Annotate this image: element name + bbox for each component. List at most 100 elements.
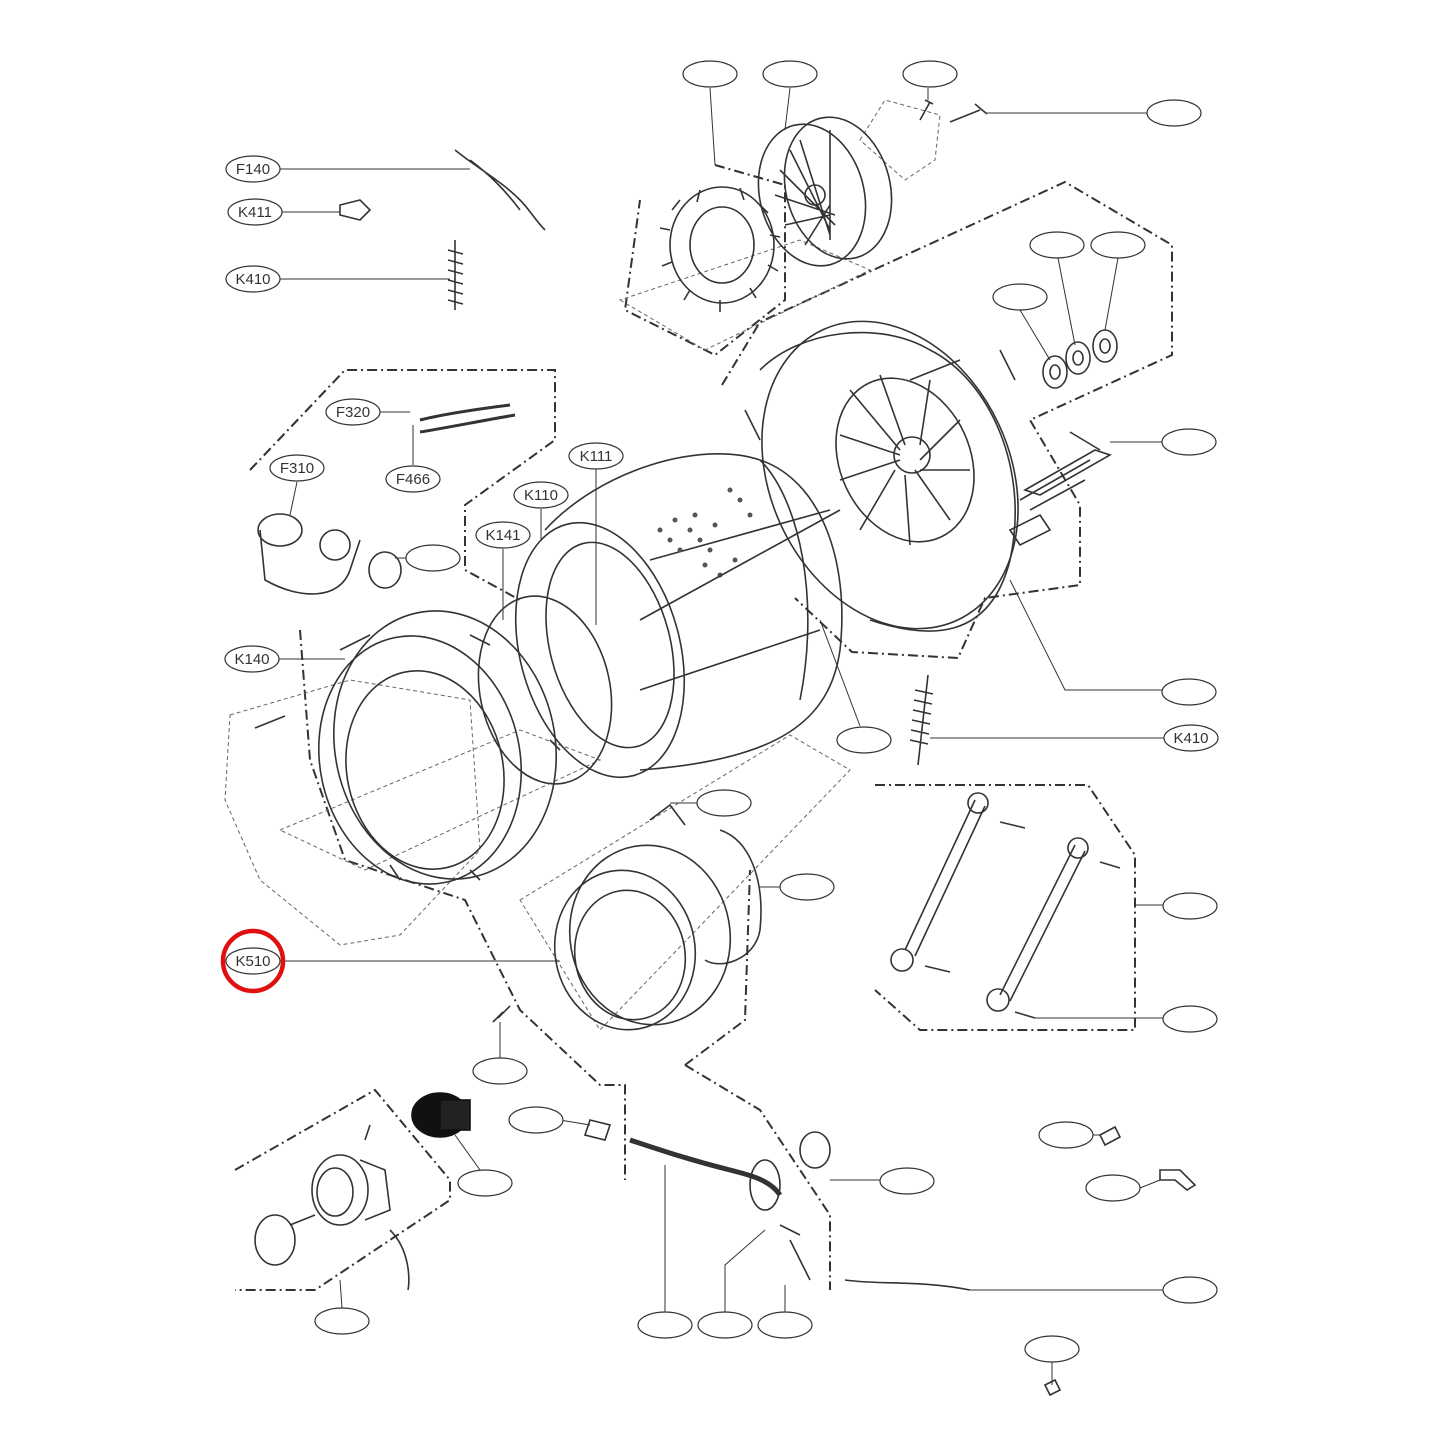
leader-top1 [709, 87, 716, 166]
outline-tub-rear [721, 180, 1173, 660]
callout-k140: K140 [224, 645, 280, 673]
drain-pipe-end [749, 1159, 781, 1211]
drum-perforations [657, 487, 753, 578]
callout-label: K111 [580, 448, 613, 465]
screw-left [254, 715, 286, 729]
callout-empty-fitting-a [1038, 1121, 1094, 1149]
rotor-part [757, 116, 893, 267]
fitting-a [1098, 1125, 1122, 1147]
callout-k111: K111 [568, 442, 624, 470]
outline-drain-pipe [684, 1064, 831, 1290]
labeled-callouts: F140 K411 K410 F320 F310 F466 K111 K110 [220, 155, 1219, 994]
callout-empty-fitting-b [1085, 1174, 1141, 1202]
callout-empty-heater [1161, 428, 1217, 456]
leader-bearing3 [1104, 257, 1119, 331]
wire-part [844, 1279, 971, 1291]
heater-part [1019, 431, 1112, 511]
gasket-bolt [492, 1005, 511, 1023]
leader-f310 [289, 481, 298, 516]
ring-part [477, 595, 613, 785]
callout-label: K410 [235, 271, 270, 288]
leader-pump [339, 1279, 343, 1309]
parts [254, 99, 1197, 1397]
leader-drum [819, 619, 861, 727]
callout-f466: F466 [385, 465, 441, 493]
callout-empty-pipe1 [637, 1311, 693, 1339]
callout-empty-clip [508, 1106, 564, 1134]
plane-bolt [859, 99, 941, 181]
clamp-part [339, 199, 372, 221]
callout-empty-damper-b [1162, 1005, 1218, 1033]
callout-f140: F140 [225, 155, 281, 183]
callout-k510[interactable]: K510 [220, 928, 286, 994]
highlight-ring [220, 928, 286, 994]
callout-k410-top: K410 [225, 265, 281, 293]
outline-rotor [623, 164, 786, 357]
clip-part [583, 1119, 612, 1141]
drum-part [514, 453, 843, 779]
fitting-b [1159, 1169, 1197, 1191]
outline-gasket [684, 869, 751, 1066]
callout-empty-pump [314, 1307, 370, 1335]
callout-label: K411 [238, 204, 272, 221]
callout-k141: K141 [475, 521, 531, 549]
plane-gasket [519, 734, 851, 1031]
callout-label: K140 [234, 651, 269, 668]
callout-k110: K110 [513, 481, 569, 509]
pump-part [254, 1124, 410, 1291]
callout-empty-wire [1162, 1276, 1218, 1304]
gasket-part [553, 803, 762, 1031]
outline-front-tub [299, 629, 626, 1180]
callout-label: F140 [236, 161, 270, 178]
damper-left [890, 792, 1026, 973]
drain-pipe-part [629, 1137, 783, 1197]
callout-label: K141 [485, 527, 520, 544]
callout-empty-pipe2 [697, 1311, 753, 1339]
callout-empty-tub [1161, 678, 1217, 706]
callout-empty-top1 [682, 60, 738, 88]
callout-label: K410 [1173, 730, 1208, 747]
front-tub-part [317, 610, 561, 885]
harness-part [454, 149, 546, 231]
callout-label: F466 [396, 471, 430, 488]
empty-callouts [314, 60, 1218, 1363]
pump-motor-part [411, 1092, 471, 1138]
leader-lines [278, 87, 1165, 1385]
filter-ring [368, 551, 402, 589]
leader-bearing2 [1057, 257, 1076, 346]
callout-empty-filter-ring [405, 544, 461, 572]
callout-empty-pipe3 [757, 1311, 813, 1339]
hose-clamp-part [799, 1131, 831, 1169]
callout-empty-drum [836, 726, 892, 754]
callout-empty-top3 [902, 60, 958, 88]
callout-empty-gasket-bolt [472, 1057, 528, 1085]
callout-empty-bearing2 [1029, 231, 1085, 259]
callout-k411: K411 [227, 198, 283, 226]
spring-k410-top [447, 240, 464, 310]
bolt-shaft [949, 103, 988, 123]
callout-empty-damper-a [1162, 892, 1218, 920]
rear-tub-part [744, 320, 1019, 632]
dashed-planes [224, 99, 941, 1031]
plane-rotor [618, 239, 872, 351]
spring-k410-right [909, 674, 934, 766]
callout-empty-gasket-top [696, 789, 752, 817]
leader-clip [559, 1119, 591, 1126]
plane-door-area [224, 679, 481, 946]
callout-empty-top2 [762, 60, 818, 88]
callout-f310: F310 [269, 454, 325, 482]
leader-top2 [784, 87, 791, 131]
heater-connector [1008, 513, 1052, 547]
plane-front-frame [278, 729, 602, 871]
callout-k410-right: K410 [1163, 724, 1219, 752]
leader-pipe2 [724, 1229, 766, 1312]
callout-label: F310 [280, 460, 314, 477]
callout-f320: F320 [325, 398, 381, 426]
callout-label: F320 [336, 404, 370, 421]
callout-label: K110 [524, 487, 558, 504]
outline-pump [234, 1088, 451, 1291]
group-outlines [234, 164, 1173, 1291]
leader-tub [1009, 579, 1162, 691]
callout-empty-small-clip [1024, 1335, 1080, 1363]
